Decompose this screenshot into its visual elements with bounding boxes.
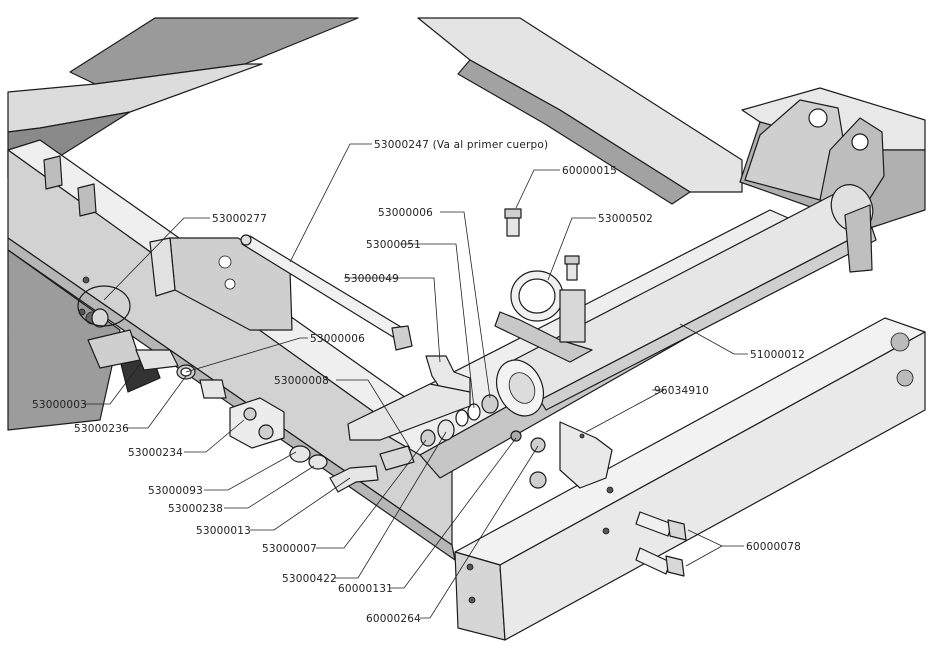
label-60000015: 60000015 (562, 165, 617, 177)
label-53000007: 53000007 (262, 543, 317, 555)
label-53000247: 53000247 (Va al primer cuerpo) (374, 139, 548, 151)
label-53000422: 53000422 (282, 573, 337, 585)
label-53000006-lower: 53000006 (310, 333, 365, 345)
label-53000093: 53000093 (148, 485, 203, 497)
label-53000234: 53000234 (128, 447, 183, 459)
label-53000008: 53000008 (274, 375, 329, 387)
label-53000502: 53000502 (598, 213, 653, 225)
label-60000131: 60000131 (338, 583, 393, 595)
label-53000238: 53000238 (168, 503, 223, 515)
label-53000013: 53000013 (196, 525, 251, 537)
label-60000078: 60000078 (746, 541, 801, 553)
label-51000012: 51000012 (750, 349, 805, 361)
label-53000049: 53000049 (344, 273, 399, 285)
label-53000006-upper: 53000006 (378, 207, 433, 219)
label-53000051: 53000051 (366, 239, 421, 251)
label-53000236: 53000236 (74, 423, 129, 435)
label-53000277: 53000277 (212, 213, 267, 225)
label-60000264: 60000264 (366, 613, 421, 625)
label-53000003: 53000003 (32, 399, 87, 411)
label-96034910: 96034910 (654, 385, 709, 397)
